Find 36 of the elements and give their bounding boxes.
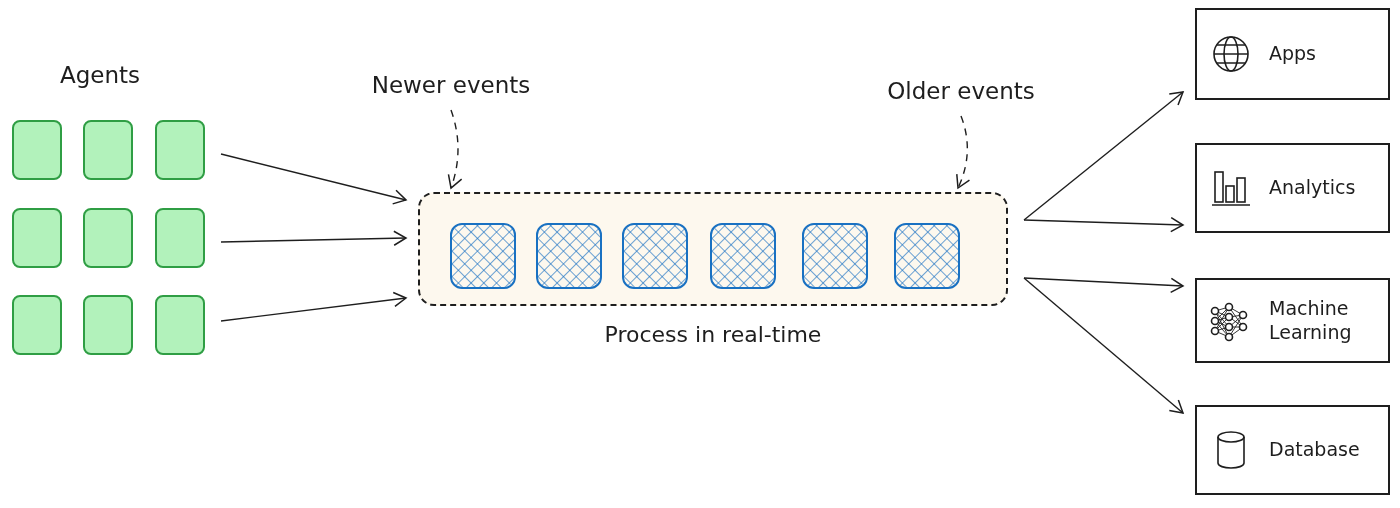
arrow (220, 291, 407, 322)
output-box (1195, 405, 1390, 495)
arrow (1023, 216, 1184, 233)
agent-box (155, 208, 205, 268)
arrow (1023, 277, 1184, 414)
group-heading: Agents (60, 61, 141, 90)
output-box (1195, 278, 1390, 363)
output-label: Database (1269, 438, 1360, 462)
hatched-event-box (536, 223, 602, 289)
arrow (1023, 277, 1184, 294)
agent-box (83, 295, 133, 355)
hatched-event-box (710, 223, 776, 289)
hatched-event-box (450, 223, 516, 289)
arrow (1023, 91, 1184, 221)
output-label: Analytics (1269, 176, 1356, 200)
container-caption: Process in real-time (604, 321, 822, 349)
agent-box (83, 208, 133, 268)
hatched-event-box (802, 223, 868, 289)
arrow (220, 153, 407, 205)
arrow (955, 115, 970, 189)
agent-box (155, 295, 205, 355)
output-label: Apps (1269, 42, 1317, 66)
output-label: Machine Learning (1269, 296, 1353, 345)
annotation-text: Older events (887, 76, 1035, 106)
agent-box (155, 120, 205, 180)
output-box (1195, 143, 1390, 233)
agent-box (83, 120, 133, 180)
annotation-text: Newer events (371, 70, 531, 100)
agent-box (12, 120, 62, 180)
agent-box (12, 208, 62, 268)
arrow (220, 230, 407, 246)
output-box (1195, 8, 1390, 100)
agent-box (12, 295, 62, 355)
hatched-event-box (622, 223, 688, 289)
arrow (447, 109, 463, 189)
hatched-event-box (894, 223, 960, 289)
